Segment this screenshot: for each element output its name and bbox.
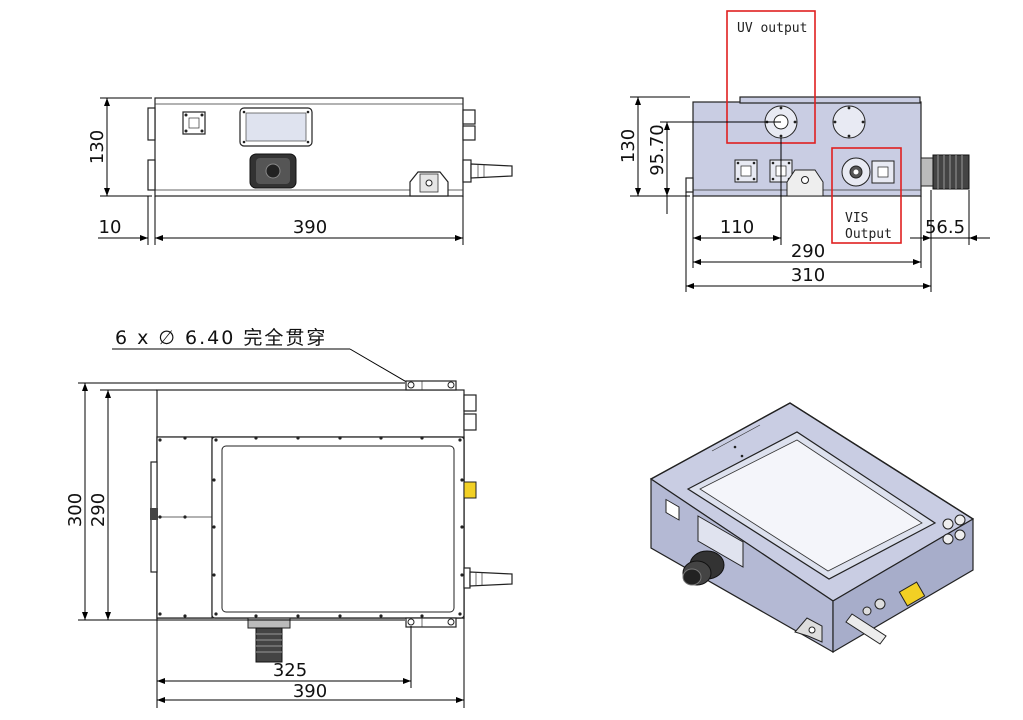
front-height-dimension: 130 <box>618 129 639 163</box>
iso-right-face <box>832 517 974 654</box>
iso-fiber-cable <box>845 613 887 645</box>
yellow-connector <box>463 481 477 499</box>
vis-output-highlight <box>831 147 902 244</box>
front-view: UV output VIS Output 130 95.70 110 56.5 <box>618 10 990 292</box>
front-view-top-lip <box>739 96 921 104</box>
depth-300-dimension: 300 <box>65 493 86 527</box>
top-view-left-clip <box>150 508 158 520</box>
side-view-fiber-cable <box>470 163 513 179</box>
side-length-dimension: 390 <box>293 217 327 238</box>
vis-output-label-line2: Output <box>845 227 892 242</box>
side-offset-dimension: 10 <box>99 217 122 238</box>
top-length-dimension: 390 <box>293 681 327 702</box>
offset-110-dimension: 110 <box>720 217 754 238</box>
iso-right-connectors <box>862 514 966 616</box>
top-mount-bracket <box>405 380 457 391</box>
width-290-dimension: 290 <box>791 241 825 262</box>
side-view: 130 10 390 <box>87 97 513 245</box>
iso-corrugated-connector <box>682 550 725 586</box>
uv-output-label: UV output <box>737 21 807 36</box>
top-view-port-1 <box>463 394 477 412</box>
uv-output-highlight <box>726 10 816 144</box>
front-view-left-tab <box>685 177 694 193</box>
cover-screws <box>158 436 464 618</box>
top-view-fiber-cable <box>469 571 513 587</box>
side-view-cable-gland <box>462 159 472 183</box>
depth-290-dimension: 290 <box>88 493 109 527</box>
aux-round-port <box>832 105 866 139</box>
iso-small-panel <box>665 498 680 521</box>
hole-note: 6 x ∅ 6.40 完全贯穿 <box>115 327 327 349</box>
side-height-dimension: 130 <box>87 130 108 164</box>
side-view-left-tab-lower <box>147 159 156 191</box>
protrusion-dimension: 56.5 <box>925 217 965 238</box>
top-view-corrugated-connector <box>247 617 291 663</box>
side-view-small-panel <box>182 111 206 135</box>
top-view-port-2 <box>463 413 477 431</box>
iso-window-panel <box>697 515 744 568</box>
width-310-dimension: 310 <box>791 265 825 286</box>
side-view-port-2 <box>462 125 476 141</box>
top-view: 6 x ∅ 6.40 完全贯穿 <box>65 327 513 708</box>
side-view-port-1 <box>462 109 476 125</box>
top-view-left-panel <box>156 436 213 619</box>
uv-height-dimension: 95.70 <box>647 124 668 176</box>
side-view-left-tab <box>147 107 156 141</box>
top-view-cable-gland <box>463 567 471 589</box>
front-corrugated-connector <box>920 154 970 190</box>
bottom-mount-bracket <box>405 617 457 628</box>
isometric-view <box>649 402 975 654</box>
vis-output-label-line1: VIS <box>845 211 868 226</box>
hole-spacing-dimension: 325 <box>273 660 307 681</box>
